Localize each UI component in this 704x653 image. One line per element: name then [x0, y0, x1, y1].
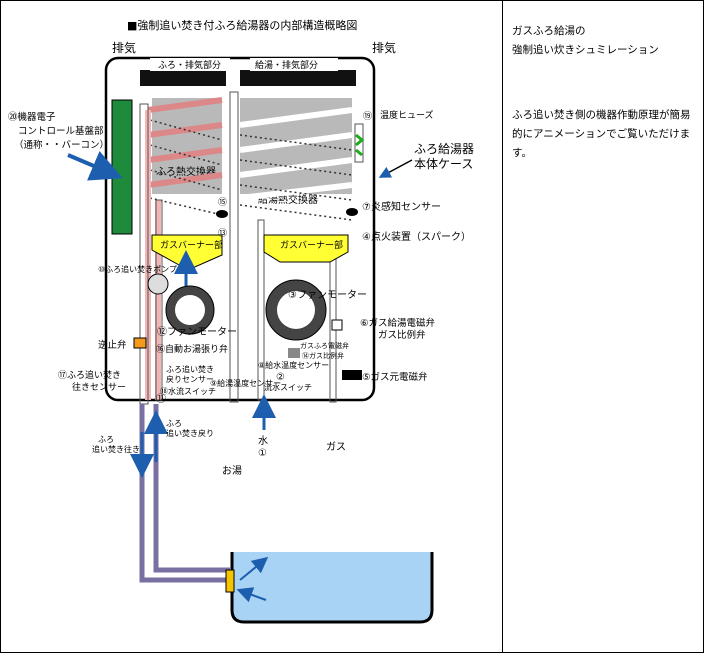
side-title: ガスふろ給湯の 強制追い炊きシュミレーション	[512, 25, 659, 56]
diagram-title: ■強制追い焚き付ふろ給湯器の内部構造概略図	[127, 18, 357, 32]
pcb-label-2: コントロール基盤部	[18, 125, 104, 137]
gas-valve-6-label-2: ガス比例弁	[378, 329, 426, 341]
exhaust-left-label: 排気	[112, 40, 136, 55]
label-11: ⑪	[156, 393, 166, 405]
water-temp-sensor-label: ⑧給水温度センサー	[258, 360, 329, 370]
side-description: ふろ追い焚き側の機器作動原理が簡易的にアニメーションでご覧いただけます。	[512, 109, 691, 159]
furo-return-label: ふろ	[166, 419, 182, 428]
furo-return-sensor-label: ふろ追い焚き	[166, 364, 214, 374]
pcb-pointer-arrow	[67, 151, 123, 181]
furo-exhaust-label: ふろ・排気部分	[158, 59, 221, 71]
label-13: ⑬	[218, 228, 227, 239]
hot-water-label: お湯	[222, 464, 242, 477]
fan-motor-right-label: ③ファンモーター	[288, 289, 367, 301]
water-flow-switch-label: ⑱水流スイッチ	[160, 386, 216, 396]
label-15: ⑮	[218, 197, 227, 208]
gas-main-valve-label: ⑤ガス元電磁弁	[362, 371, 428, 383]
exhaust-right-label: 排気	[372, 40, 396, 55]
water-inlet-label: 水	[258, 435, 268, 447]
furo-go-label-2: 追い焚き往き	[92, 444, 140, 454]
panel-divider	[502, 0, 503, 653]
gas-inlet-label: ガス	[326, 441, 346, 453]
flow-switch-num: ②	[276, 372, 285, 383]
check-valve-label: 逆止弁	[98, 339, 127, 351]
furo-go-label: ふろ	[98, 435, 114, 444]
control-pcb	[111, 99, 133, 235]
temp-fuse-label: 温度ヒューズ	[380, 109, 434, 121]
gas-furo-valve-label: ガスふろ電磁弁	[300, 341, 349, 350]
furo-exhaust-vent	[140, 70, 226, 86]
gas-valve-6	[331, 319, 343, 331]
kyuto-burner-label: ガスバーナー部	[280, 239, 343, 251]
kyuto-gas-burner	[263, 234, 349, 263]
kyuto-exhaust-label: 給湯・排気部分	[255, 59, 318, 71]
return-sensor-label: ⑰ふろ追い焚き	[58, 369, 121, 381]
flow-switch-label: 流水スイッチ	[264, 382, 312, 392]
furo-burner-label: ガスバーナー部	[160, 239, 223, 251]
igniter-label: ④点火装置（スパーク）	[362, 230, 471, 243]
water-heater-diagram: ■強制追い焚き付ふろ給湯器の内部構造概略図 排気 排気 ふろ・排気部分 給湯・排…	[8, 18, 474, 624]
kyuto-exhaust-vent	[240, 70, 356, 86]
fan-motor-left-label: ⑫ファンモーター	[157, 326, 237, 338]
gas-main-valve	[342, 370, 362, 380]
furo-return-sensor-label-2: 戻りセンサー	[166, 374, 214, 384]
pcb-label-3: （通称・・バーコン）	[14, 139, 109, 151]
hot-water-temp-sensor-label: ⑨給湯温度センサー	[210, 378, 281, 388]
check-valve	[133, 337, 147, 349]
case-label: ふろ給湯器	[414, 142, 474, 156]
return-sensor-label-2: 往きセンサー	[72, 381, 126, 393]
bathtub	[230, 552, 434, 624]
gas-valve-6-label: ⑥ガス給湯電磁弁	[360, 317, 436, 329]
circulation-pump	[147, 273, 169, 295]
furo-return-label-2: 追い焚き戻り	[166, 428, 214, 438]
auto-fill-valve-label: ⑯自動お湯張り弁	[156, 343, 228, 355]
gas-prop-valve-14-label: ⑭ガス比例弁	[302, 351, 344, 360]
water-inlet-num: ①	[258, 448, 267, 459]
pump-label: ⑩ふろ追い焚きポンプ	[98, 264, 177, 274]
pcb-label: ⑳機器電子	[8, 111, 56, 123]
case-pointer-arrow	[378, 159, 413, 178]
flame-sensor-label: ⑦炎感知センサー	[362, 200, 441, 213]
label-19: ⑲	[363, 111, 372, 122]
furo-hx-label: ふろ熱交換器	[156, 165, 216, 178]
case-label-2: 本体ケース	[414, 157, 473, 171]
